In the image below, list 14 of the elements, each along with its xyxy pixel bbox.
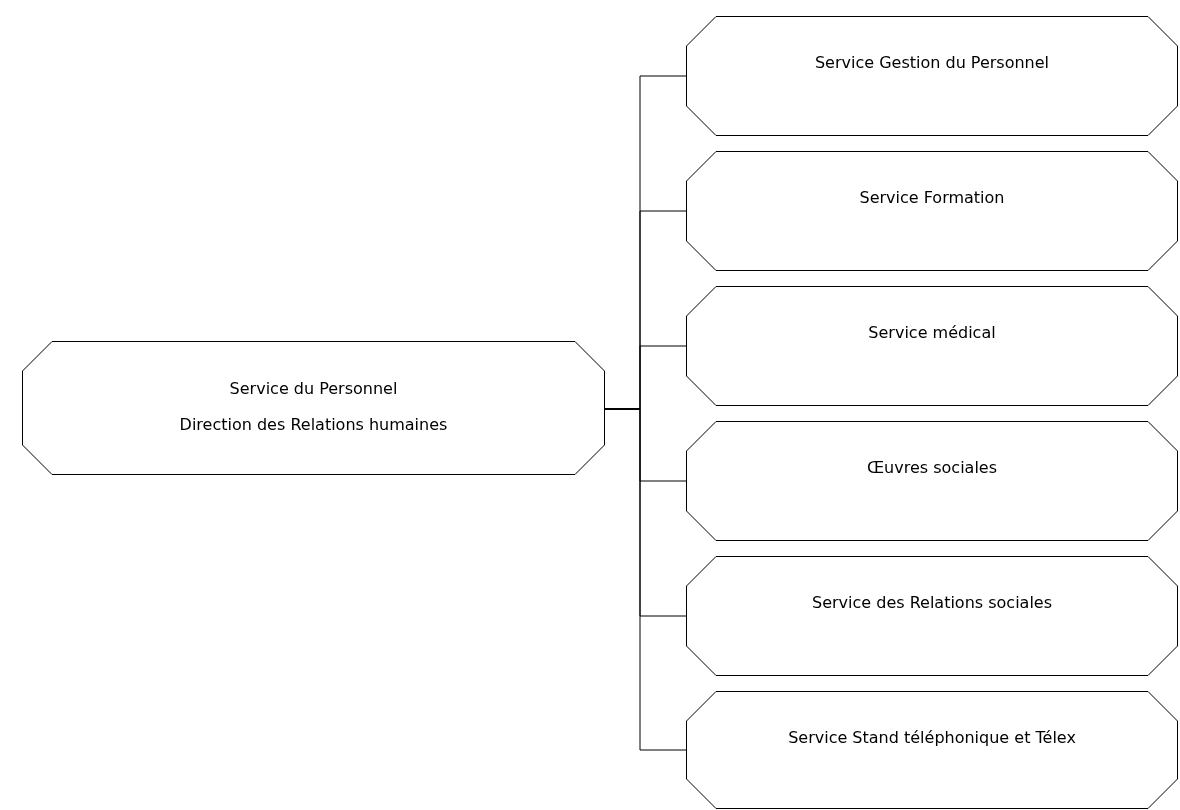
octagon-box [686,421,1178,541]
octagon-box [686,286,1178,406]
octagon-box [686,691,1178,809]
octagon-box [686,556,1178,676]
octagon-box [686,151,1178,271]
box-label: Service médical [868,322,996,344]
box-label: Service Gestion du Personnel [814,52,1050,74]
box-label: Direction des Relations humaines [179,414,448,436]
box-label: Service du Personnel [229,378,398,400]
octagon-box [686,16,1178,136]
box-label: Œuvres sociales [867,457,997,479]
box-label: Service des Relations sociales [812,592,1052,614]
box-label: Service Formation [859,187,1005,209]
box-label: Service Stand téléphonique et Télex [788,727,1076,749]
